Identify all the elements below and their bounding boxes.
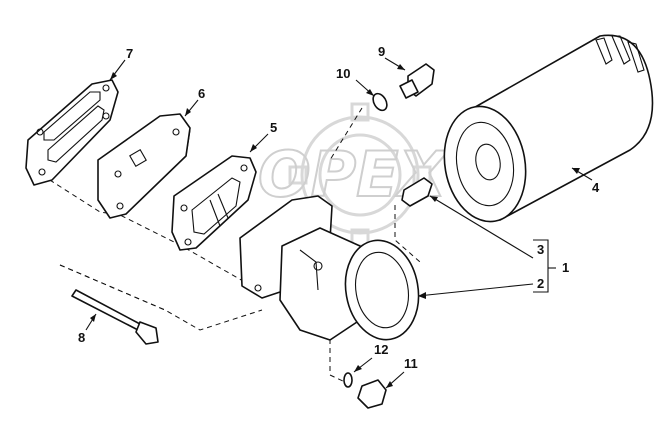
callout-3: 3 (537, 242, 544, 257)
callout-11: 11 (404, 356, 418, 371)
callout-10: 10 (336, 66, 350, 81)
callout-8: 8 (78, 330, 85, 345)
part-3-nipple (401, 177, 433, 207)
leader-lines (85, 57, 593, 389)
callout-5: 5 (270, 120, 277, 135)
part-12-seal (343, 372, 353, 388)
part-2-housing (239, 195, 420, 341)
part-11-plug (357, 379, 387, 409)
callout-12: 12 (374, 342, 388, 357)
part-7-gasket (25, 79, 119, 186)
part-4-filter (443, 34, 654, 223)
part-10-seal (372, 92, 388, 112)
callout-1: 1 (562, 260, 569, 275)
part-9-plug (399, 63, 435, 99)
callout-7: 7 (126, 46, 133, 61)
part-6-plate (97, 113, 191, 219)
callout-9: 9 (378, 44, 385, 59)
part-5-gasket (171, 155, 257, 251)
callouts: 7 6 5 9 10 4 3 2 1 8 12 11 (78, 44, 600, 371)
callout-6: 6 (198, 86, 205, 101)
bracket-1 (533, 239, 556, 293)
callout-2: 2 (537, 276, 544, 291)
callout-4: 4 (592, 180, 600, 195)
part-8-bolt (71, 289, 159, 345)
assembly-lines (41, 107, 421, 383)
